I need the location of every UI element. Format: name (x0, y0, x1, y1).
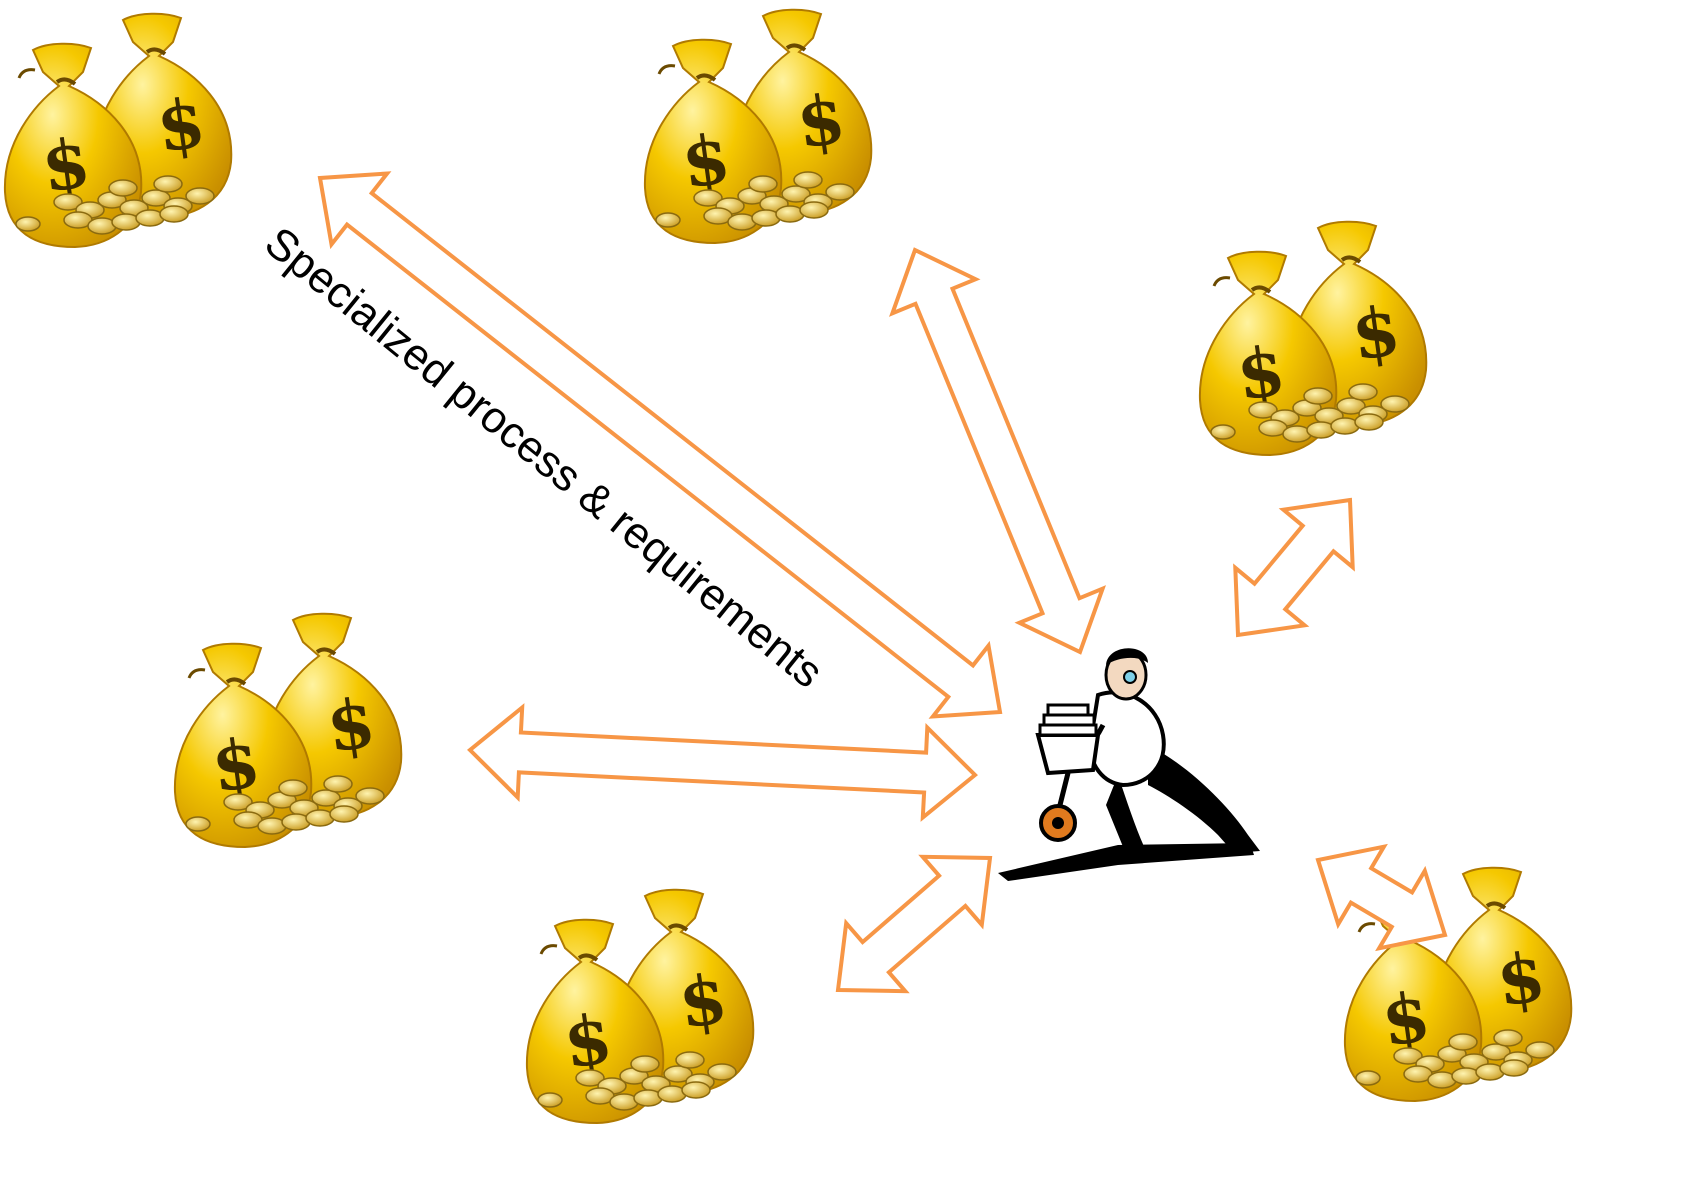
arrow-bag-top-center (889, 247, 1106, 655)
money-bags-right-upper (1197, 219, 1429, 457)
money-bags-top-left (2, 11, 234, 249)
arrow-bag-bottom-center (835, 854, 993, 994)
connector-arrows (317, 171, 1448, 994)
arrow-bag-right-upper (1233, 497, 1355, 638)
money-bags-left-middle (172, 611, 404, 849)
money-bags-top-center (642, 7, 874, 245)
person-pushing-cart (998, 648, 1260, 881)
money-bags-bottom-center (524, 887, 756, 1125)
arrow-bag-bottom-right (1315, 843, 1448, 952)
arrow-bag-left-middle (467, 703, 978, 822)
arrow-bag-top-left (317, 171, 1003, 719)
